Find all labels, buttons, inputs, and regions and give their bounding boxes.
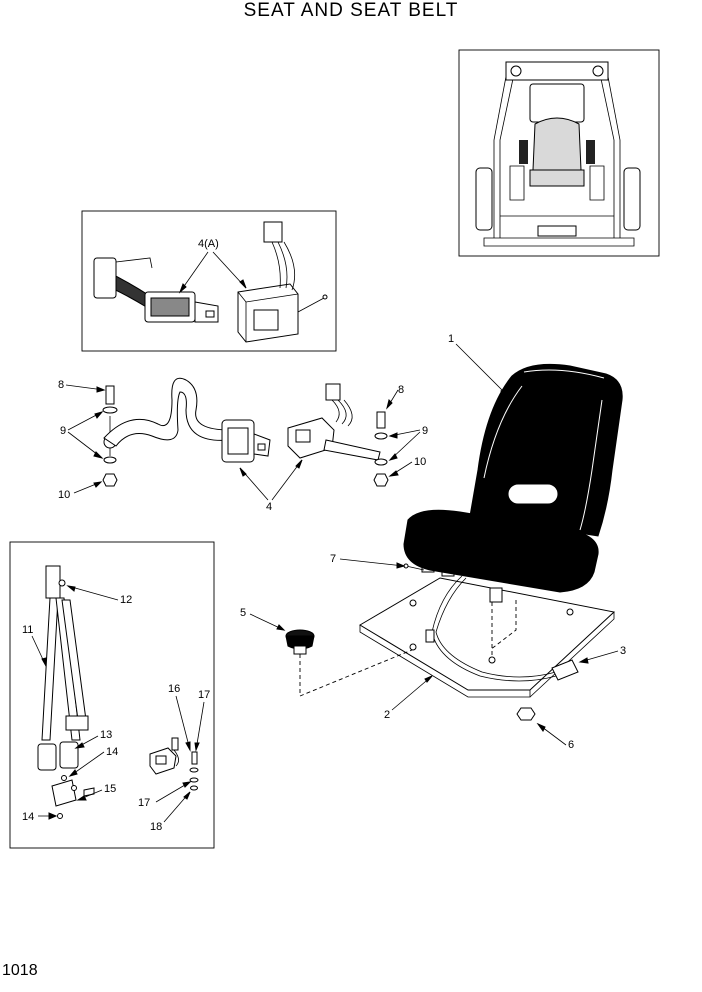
callout-3: 3 xyxy=(620,645,626,657)
callout-11: 11 xyxy=(22,624,33,636)
three-point-belt-inset: 12 11 13 14 15 14 16 17 17 18 xyxy=(9,541,215,849)
callout-18: 18 xyxy=(150,821,162,833)
callout-17-lower: 17 xyxy=(138,797,150,809)
callout-1: 1 xyxy=(448,333,454,345)
callout-12: 12 xyxy=(120,594,132,606)
machine-view-inset xyxy=(458,49,660,257)
callout-7: 7 xyxy=(330,553,336,565)
callout-6: 6 xyxy=(568,739,574,751)
buckle-inset: 4(A) xyxy=(81,210,337,352)
callout-10-left: 10 xyxy=(58,489,70,501)
callout-14-upper: 14 xyxy=(106,746,118,758)
callout-4: 4 xyxy=(266,501,272,513)
callout-16: 16 xyxy=(168,683,180,695)
callout-8-right: 8 xyxy=(398,384,404,396)
callout-17-upper: 17 xyxy=(198,689,210,701)
callout-5: 5 xyxy=(240,607,246,619)
callout-15: 15 xyxy=(104,783,116,795)
callout-10-right: 10 xyxy=(414,456,426,468)
callout-13: 13 xyxy=(100,729,112,741)
lap-belt-assembly: 8 9 10 8 9 10 4 xyxy=(58,377,428,513)
callout-9-left: 9 xyxy=(60,425,66,437)
page-number: 1018 xyxy=(2,962,38,979)
page-title: SEAT AND SEAT BELT xyxy=(243,0,459,21)
seat-assembly: 1 2 3 5 6 7 xyxy=(240,333,626,751)
callout-2: 2 xyxy=(384,709,390,721)
callout-14-lower: 14 xyxy=(22,811,34,823)
callout-8-left: 8 xyxy=(58,379,64,391)
callout-4a: 4(A) xyxy=(198,238,219,250)
callout-9-right: 9 xyxy=(422,425,428,437)
